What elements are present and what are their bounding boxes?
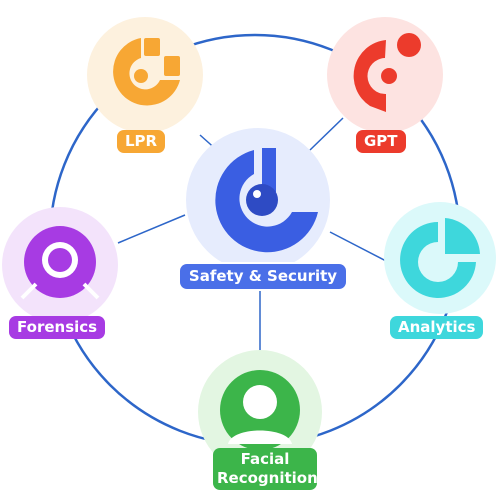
analytics-label[interactable]: Analytics: [390, 316, 484, 339]
magnifier-icon: [20, 226, 100, 300]
forensics-label[interactable]: Forensics: [9, 316, 106, 339]
facial-label-line2: Recognition: [217, 469, 318, 487]
gpt-label[interactable]: GPT: [356, 130, 406, 153]
lpr-label[interactable]: LPR: [117, 130, 166, 153]
pie-chart-icon: [400, 218, 480, 298]
connector-forensics: [117, 214, 186, 244]
lpr-c-logo-icon: [113, 38, 180, 106]
node-facial-recognition[interactable]: [198, 350, 322, 474]
facial-recognition-label[interactable]: Facial Recognition: [213, 448, 318, 490]
connector-gpt: [309, 117, 344, 151]
shield-eye-icon: [215, 148, 318, 253]
node-gpt[interactable]: [327, 17, 443, 133]
node-lpr[interactable]: [87, 17, 203, 133]
person-icon: [220, 370, 300, 450]
gpt-c-logo-icon: [353, 33, 421, 112]
connector-analytics: [329, 231, 389, 263]
node-analytics[interactable]: [384, 202, 496, 314]
center-label[interactable]: Safety & Security: [180, 264, 346, 289]
node-forensics[interactable]: [2, 207, 118, 323]
facial-label-line1: Facial: [240, 450, 290, 468]
node-safety-security[interactable]: [186, 128, 330, 272]
